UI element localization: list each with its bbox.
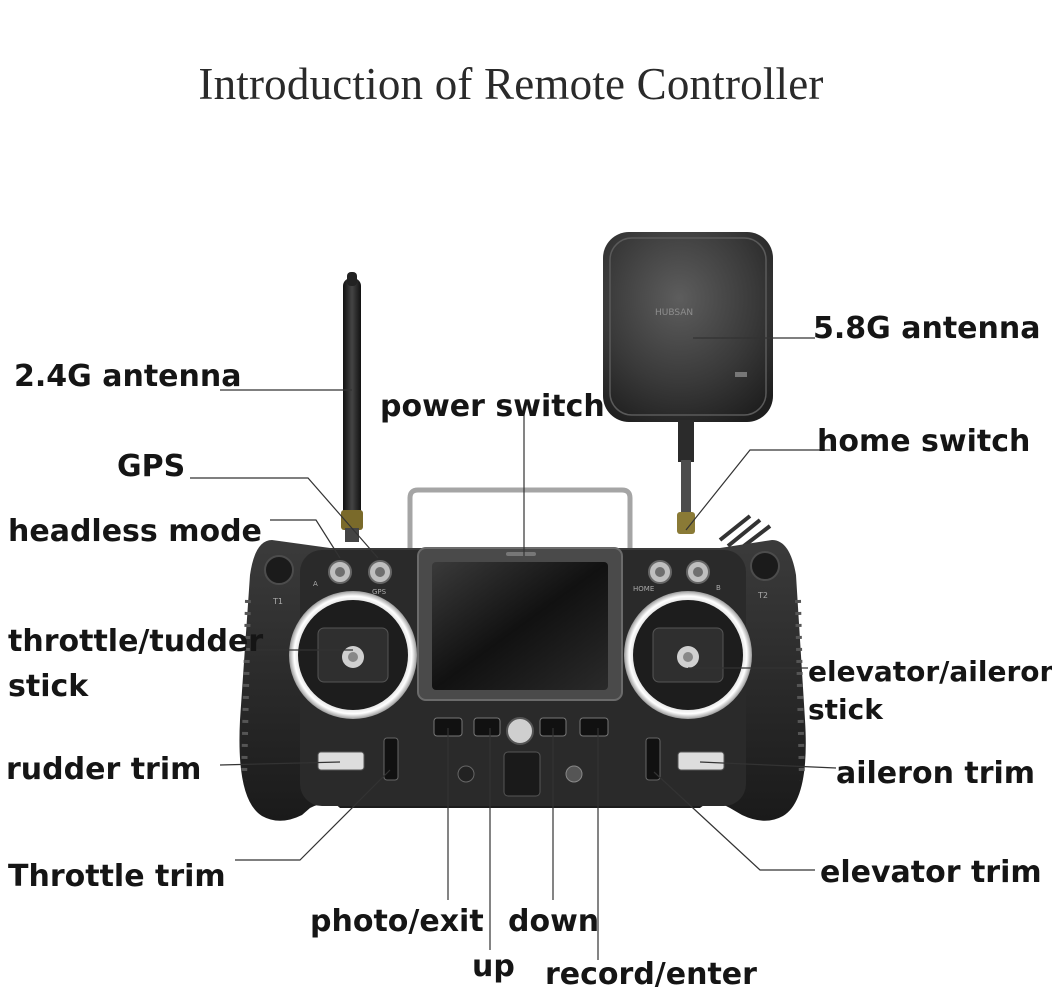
diagram-title: Introduction of Remote Controller: [198, 59, 824, 109]
label-24g-antenna: 2.4G antenna: [14, 359, 242, 394]
label-photo-exit: photo/exit: [310, 904, 484, 939]
label-rudder-trim: rudder trim: [6, 752, 202, 787]
label-throttle-stick: throttle/tudder: [8, 624, 264, 659]
label-up: up: [472, 949, 515, 984]
switch-b-label: B: [716, 584, 721, 592]
antenna-58g: HUBSAN: [603, 232, 773, 534]
label-down: down: [508, 904, 600, 939]
left-port: [457, 765, 475, 783]
switch-b[interactable]: B: [686, 560, 721, 592]
record-enter-button[interactable]: [579, 717, 609, 737]
home-switch[interactable]: HOME: [633, 560, 672, 593]
label-home-switch: home switch: [817, 424, 1031, 459]
gps-switch[interactable]: GPS: [368, 560, 392, 596]
switch-home-label: HOME: [633, 585, 654, 593]
fpv-screen: [417, 547, 623, 701]
label-power-switch: power switch: [380, 389, 605, 424]
throttle-trim[interactable]: [383, 737, 399, 781]
switch-gps-label: GPS: [372, 588, 387, 596]
label-gps: GPS: [117, 449, 186, 484]
switch-a-label: A: [313, 580, 318, 588]
label-aileron-trim: aileron trim: [836, 756, 1036, 791]
trim-knob-t2[interactable]: T2: [750, 551, 780, 600]
headless-mode-switch[interactable]: A: [313, 560, 352, 588]
up-button[interactable]: [473, 717, 501, 737]
label-record-enter: record/enter: [545, 957, 757, 992]
center-port: [503, 751, 541, 797]
carry-handle: [407, 487, 633, 548]
label-58g-antenna: 5.8G antenna: [813, 311, 1041, 346]
aileron-trim[interactable]: [677, 751, 725, 771]
center-dial[interactable]: [506, 717, 534, 745]
label-headless-mode: headless mode: [8, 514, 262, 549]
label-throttle-stick-line2: stick: [8, 669, 89, 704]
trim-knob-t1[interactable]: T1: [264, 555, 294, 606]
antenna-brand-text: HUBSAN: [655, 308, 693, 318]
antenna-24g: [341, 272, 363, 542]
button-row: [433, 717, 609, 745]
label-elevator-trim: elevator trim: [820, 855, 1042, 890]
right-port: [565, 765, 583, 783]
elevator-trim[interactable]: [645, 737, 661, 781]
elevator-aileron-stick[interactable]: [624, 591, 752, 719]
leader-lines: [190, 337, 837, 960]
throttle-rudder-stick[interactable]: [289, 591, 417, 719]
rudder-trim[interactable]: [317, 751, 365, 771]
trim-knob-t2-label: T2: [757, 591, 768, 600]
label-elevator-stick: elevator/aileron: [808, 655, 1052, 688]
label-elevator-stick-line2: stick: [808, 693, 883, 726]
trim-knob-t1-label: T1: [272, 597, 283, 606]
label-throttle-trim: Throttle trim: [8, 859, 226, 894]
